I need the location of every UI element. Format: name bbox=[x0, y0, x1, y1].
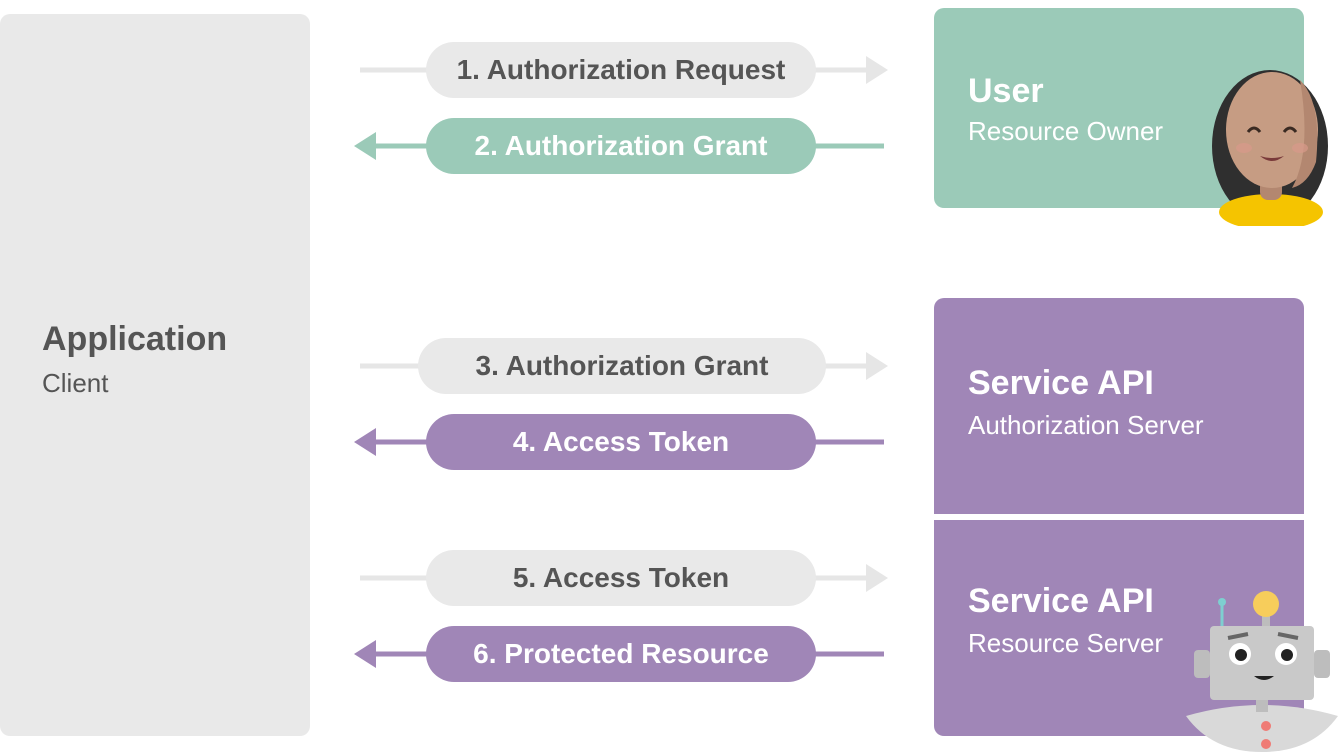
step-6-pill: 6. Protected Resource bbox=[426, 626, 816, 682]
resource-server-subtitle: Resource Server bbox=[968, 628, 1164, 658]
step-4-pill: 4. Access Token bbox=[426, 414, 816, 470]
auth-server-title: Service API bbox=[968, 364, 1154, 402]
robot-icon bbox=[1186, 591, 1338, 752]
authorization-server-box: Service API Authorization Server bbox=[934, 298, 1304, 514]
step-2-pill: 2. Authorization Grant bbox=[426, 118, 816, 174]
auth-server-subtitle: Authorization Server bbox=[968, 410, 1204, 440]
step-5-pill: 5. Access Token bbox=[426, 550, 816, 606]
application-title: Application bbox=[42, 320, 228, 358]
step-1-pill: 1. Authorization Request bbox=[426, 42, 816, 98]
user-title: User bbox=[968, 72, 1044, 110]
resource-server-title: Service API bbox=[968, 582, 1154, 620]
step-3-pill: 3. Authorization Grant bbox=[418, 338, 826, 394]
application-subtitle: Client bbox=[42, 368, 109, 398]
application-client-box: Application Client bbox=[0, 14, 310, 736]
woman-avatar-icon bbox=[1212, 70, 1328, 226]
user-subtitle: Resource Owner bbox=[968, 116, 1164, 146]
